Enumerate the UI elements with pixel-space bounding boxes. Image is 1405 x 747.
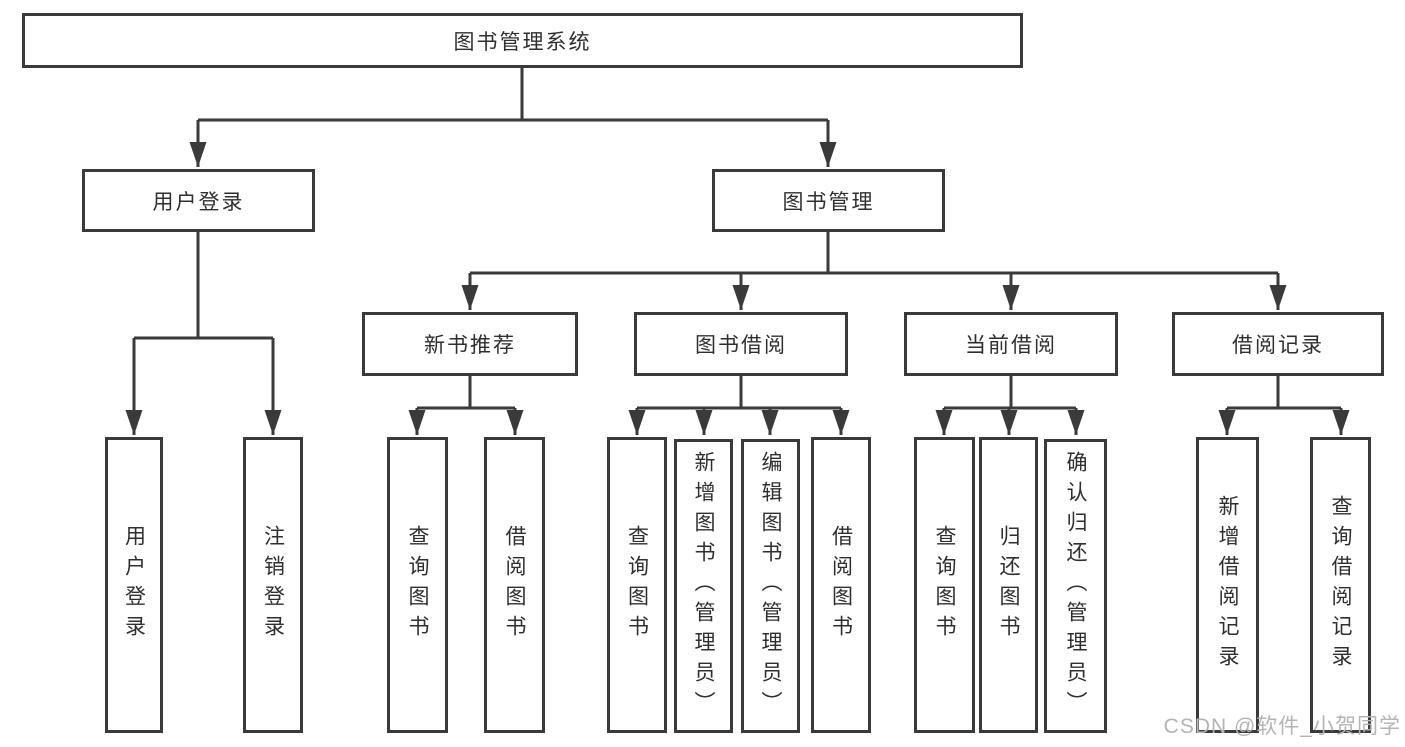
node-new-book-recommend-label: 新书推荐 <box>424 334 516 357</box>
node-book-borrowing: 图书借阅 <box>634 312 848 376</box>
leaf-user-login: 用户登录 <box>105 437 163 733</box>
node-root-system-label: 图书管理系统 <box>453 30 592 54</box>
leaf-query-books-recommend: 查询图书 <box>387 437 448 733</box>
leaf-query-books-borrowing-label: 查询图书 <box>625 525 649 645</box>
leaf-query-borrow-record-label: 查询借阅记录 <box>1329 495 1352 675</box>
leaf-confirm-return-admin: 确认归还（管理员） <box>1044 439 1107 733</box>
leaf-query-books-borrowing: 查询图书 <box>607 437 667 733</box>
leaf-borrow-books-recommend: 借阅图书 <box>484 437 545 733</box>
node-book-management: 图书管理 <box>712 169 945 232</box>
node-root-system: 图书管理系统 <box>22 13 1023 68</box>
node-book-management-label: 图书管理 <box>782 190 875 214</box>
leaf-user-login-label: 用户登录 <box>122 525 146 645</box>
node-book-borrowing-label: 图书借阅 <box>695 334 787 357</box>
leaf-add-borrow-record-label: 新增借阅记录 <box>1216 495 1239 675</box>
leaf-query-books-recommend-label: 查询图书 <box>406 525 429 645</box>
node-borrow-records: 借阅记录 <box>1172 312 1384 376</box>
leaf-borrow-books-recommend-label: 借阅图书 <box>503 525 526 645</box>
leaf-logout: 注销登录 <box>243 437 303 733</box>
leaf-confirm-return-admin-label: 确认归还（管理员） <box>1064 451 1087 721</box>
leaf-add-books-admin: 新增图书（管理员） <box>674 439 733 733</box>
node-user-login: 用户登录 <box>82 169 315 232</box>
leaf-add-books-admin-label: 新增图书（管理员） <box>692 451 715 721</box>
leaf-edit-books-admin: 编辑图书（管理员） <box>741 439 800 733</box>
leaf-add-borrow-record: 新增借阅记录 <box>1196 437 1259 733</box>
csdn-watermark: CSDN @软件_小贺同学 <box>1163 715 1401 738</box>
leaf-borrow-books-borrowing: 借阅图书 <box>811 437 871 733</box>
node-user-login-label: 用户登录 <box>152 190 245 214</box>
node-borrow-records-label: 借阅记录 <box>1232 334 1324 357</box>
leaf-return-books-label: 归还图书 <box>997 525 1020 645</box>
node-new-book-recommend: 新书推荐 <box>362 312 578 376</box>
leaf-edit-books-admin-label: 编辑图书（管理员） <box>759 451 782 721</box>
leaf-query-books-current: 查询图书 <box>914 437 975 733</box>
node-current-borrowing-label: 当前借阅 <box>965 334 1057 357</box>
leaf-return-books: 归还图书 <box>979 437 1038 733</box>
leaf-borrow-books-borrowing-label: 借阅图书 <box>829 525 853 645</box>
leaf-query-books-current-label: 查询图书 <box>933 525 956 645</box>
node-current-borrowing: 当前借阅 <box>904 312 1118 376</box>
leaf-query-borrow-record: 查询借阅记录 <box>1310 437 1371 733</box>
leaf-logout-label: 注销登录 <box>261 525 285 645</box>
